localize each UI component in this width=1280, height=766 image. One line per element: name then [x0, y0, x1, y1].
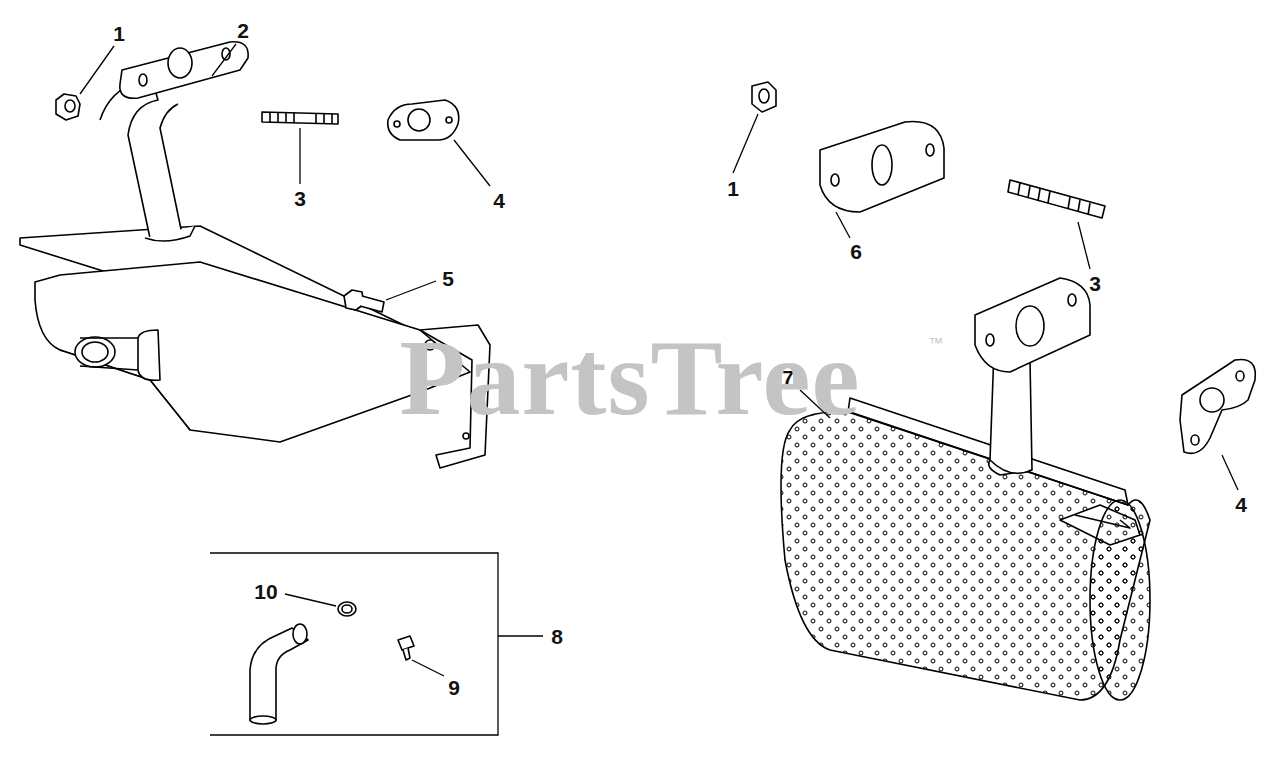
- callout-number: 9: [448, 677, 460, 698]
- callout-number: 8: [551, 626, 563, 647]
- callout-number: 3: [1089, 273, 1101, 294]
- callout-number: 2: [237, 20, 249, 41]
- callout-number: 4: [493, 190, 505, 211]
- callout-number: 10: [254, 581, 277, 602]
- watermark: PartsTree: [400, 324, 861, 432]
- callout-number: 3: [294, 188, 306, 209]
- trademark-mark: ™: [929, 335, 944, 350]
- callout-number: 5: [442, 268, 454, 289]
- callout-number: 6: [850, 241, 862, 262]
- callout-number: 4: [1235, 494, 1247, 515]
- callout-number: 1: [113, 23, 125, 44]
- callout-number: 1: [727, 178, 739, 199]
